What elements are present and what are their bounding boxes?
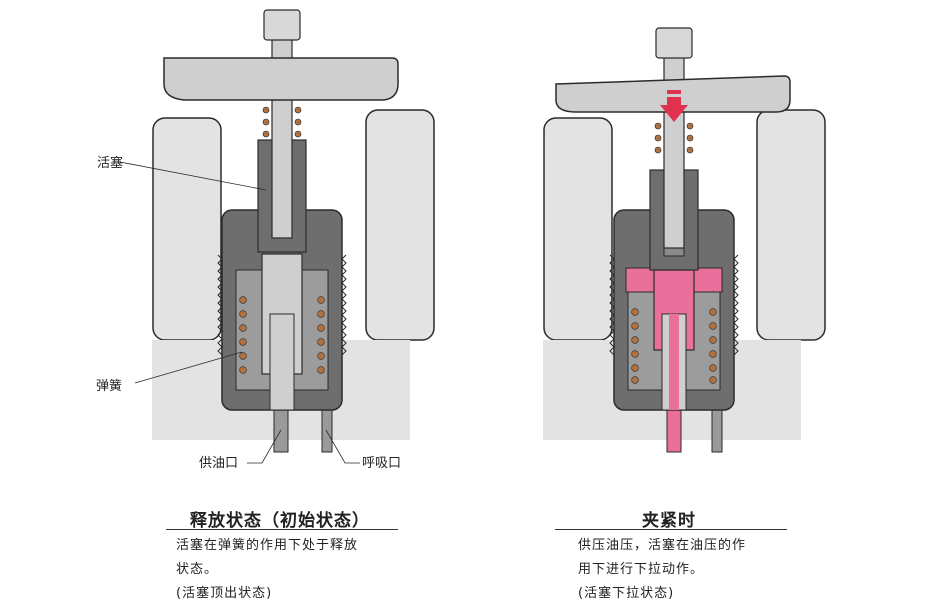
left-supply-leader bbox=[247, 429, 282, 464]
clamping-state-description: 供压油压，活塞在油压的作 用下进行下拉动作。 (活塞下拉状态) bbox=[578, 534, 746, 606]
right-upper-spring bbox=[654, 122, 694, 154]
clamping-description-line-3: (活塞下拉状态) bbox=[578, 586, 675, 601]
released-description-line-1: 活塞在弹簧的作用下处于释放 bbox=[176, 538, 359, 553]
clamping-state-title: 夹紧时 bbox=[642, 511, 696, 531]
right-fixture-block-left bbox=[543, 117, 613, 341]
breather-port-label: 呼吸口 bbox=[362, 456, 402, 471]
released-state-description: 活塞在弹簧的作用下处于释放 状态。 (活塞顶出状态) bbox=[176, 534, 358, 606]
left-spring bbox=[239, 296, 325, 374]
clamping-state-illustration bbox=[543, 27, 826, 453]
left-body-threads bbox=[217, 254, 347, 356]
released-description-line-2: 状态。 bbox=[176, 562, 219, 577]
released-state-illustration bbox=[119, 9, 435, 464]
right-fixture-block-right bbox=[756, 109, 826, 341]
left-screw-head bbox=[263, 9, 301, 41]
left-fixture-block-right bbox=[365, 109, 435, 341]
released-description-line-3: (活塞顶出状态) bbox=[176, 586, 273, 601]
left-spring-leader bbox=[134, 351, 243, 384]
right-screw-shaft bbox=[663, 37, 685, 249]
left-fixture-block-left bbox=[152, 117, 222, 341]
left-plunger bbox=[269, 313, 295, 411]
left-piston-leader bbox=[119, 161, 267, 191]
released-state-divider bbox=[166, 529, 398, 530]
right-body-threads bbox=[609, 254, 739, 356]
right-spring bbox=[631, 308, 717, 384]
left-handle bbox=[163, 57, 399, 101]
piston-label: 活塞 bbox=[97, 156, 124, 171]
clamping-description-line-1: 供压油压，活塞在油压的作 bbox=[578, 538, 747, 553]
clamping-description-line-2: 用下进行下拉动作。 bbox=[578, 562, 705, 577]
spring-label: 弹簧 bbox=[96, 379, 123, 394]
arrow-down-icon bbox=[660, 90, 688, 122]
clamping-state-divider bbox=[555, 529, 787, 530]
right-plunger-oil-core bbox=[669, 314, 679, 410]
left-breather-leader bbox=[325, 429, 360, 464]
released-state-title: 释放状态（初始状态） bbox=[190, 511, 370, 531]
left-upper-spring bbox=[262, 106, 302, 138]
right-screw-head bbox=[655, 27, 693, 59]
supply-port-label: 供油口 bbox=[199, 456, 239, 471]
